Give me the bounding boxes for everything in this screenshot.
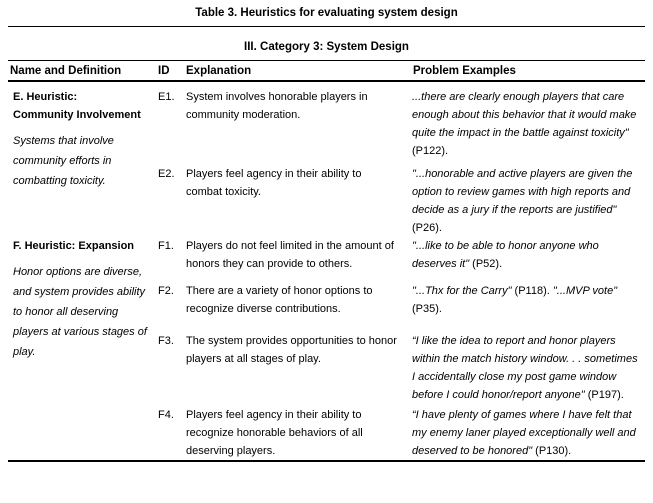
section-f-expansion: F. Heuristic: Expansion Honor options ar…: [8, 237, 645, 460]
example-quote: "...MVP vote": [552, 285, 618, 297]
row-explanation: The system provides opportunities to hon…: [186, 335, 397, 365]
section-e-rows: E1. System involves honorable players in…: [158, 88, 645, 237]
heuristic-f-name: F. Heuristic: Expansion: [13, 240, 135, 252]
example-citation: (P26).: [412, 222, 442, 234]
example-citation: (P197).: [584, 389, 624, 401]
table-row-f4: F4. Players feel agency in their ability…: [158, 406, 645, 460]
row-problem-example: "...Thx for the Carry" (P118). "...MVP v…: [412, 282, 645, 318]
example-quote: “I like the idea to report and honor pla…: [412, 335, 638, 401]
example-citation: (P118).: [511, 285, 553, 297]
heuristic-f-definition: Honor options are diverse, and system pr…: [13, 266, 147, 358]
example-quote: "...Thx for the Carry": [412, 285, 512, 297]
row-problem-example: “I like the idea to report and honor pla…: [412, 332, 645, 404]
row-problem-example: ...there are clearly enough players that…: [412, 88, 645, 160]
divider-top: [8, 26, 645, 27]
row-explanation: Players feel agency in their ability to …: [186, 168, 362, 198]
section-e-community-involvement: E. Heuristic: Community Involvement Syst…: [8, 88, 645, 237]
table-row-e2: E2. Players feel agency in their ability…: [158, 165, 645, 237]
example-quote: ...there are clearly enough players that…: [412, 91, 637, 139]
divider-under-category: [8, 60, 645, 61]
heuristic-name-cell: F. Heuristic: Expansion Honor options ar…: [8, 237, 158, 460]
example-citation: (P35).: [412, 303, 442, 315]
col-header-id: ID: [158, 65, 170, 77]
column-header-row: Name and Definition ID Explanation Probl…: [8, 63, 645, 80]
col-header-name-and-definition: Name and Definition: [10, 65, 122, 77]
example-citation: (P130).: [532, 445, 572, 457]
table-row-e1: E1. System involves honorable players in…: [158, 88, 645, 160]
row-id: F4.: [158, 409, 174, 421]
row-explanation: System involves honorable players in com…: [186, 91, 368, 121]
row-id: F3.: [158, 335, 174, 347]
row-id: E2.: [158, 168, 175, 180]
heuristic-e-definition: Systems that involve community efforts i…: [13, 135, 114, 187]
row-explanation: Players do not feel limited in the amoun…: [186, 240, 394, 270]
col-header-explanation: Explanation: [186, 65, 252, 77]
row-problem-example: "...like to be able to honor anyone who …: [412, 237, 645, 273]
example-citation: (P122).: [412, 145, 449, 157]
table-row-f1: F1. Players do not feel limited in the a…: [158, 237, 645, 273]
category-header: III. Category 3: System Design: [244, 41, 409, 53]
divider-bottom: [8, 460, 645, 462]
row-problem-example: “I have plenty of games where I have fel…: [412, 406, 645, 460]
row-explanation: Players feel agency in their ability to …: [186, 409, 363, 457]
example-quote: "...like to be able to honor anyone who …: [412, 240, 599, 270]
col-header-problem-examples: Problem Examples: [413, 65, 516, 77]
heuristic-name-cell: E. Heuristic: Community Involvement Syst…: [8, 88, 158, 237]
divider-under-headers: [8, 80, 645, 82]
table-row-f3: F3. The system provides opportunities to…: [158, 332, 645, 404]
table-title: Table 3. Heuristics for evaluating syste…: [195, 7, 458, 19]
row-problem-example: "...honorable and active players are giv…: [412, 165, 645, 237]
table-row-f2: F2. There are a variety of honor options…: [158, 282, 645, 318]
row-id: F2.: [158, 285, 174, 297]
row-explanation: There are a variety of honor options to …: [186, 285, 373, 315]
example-citation: (P52).: [469, 258, 503, 270]
row-id: E1.: [158, 91, 175, 103]
section-f-rows: F1. Players do not feel limited in the a…: [158, 237, 645, 460]
row-id: F1.: [158, 240, 174, 252]
example-quote: “I have plenty of games where I have fel…: [412, 409, 636, 457]
heuristic-e-name: E. Heuristic: Community Involvement: [13, 91, 141, 121]
example-quote: "...honorable and active players are giv…: [412, 168, 633, 216]
